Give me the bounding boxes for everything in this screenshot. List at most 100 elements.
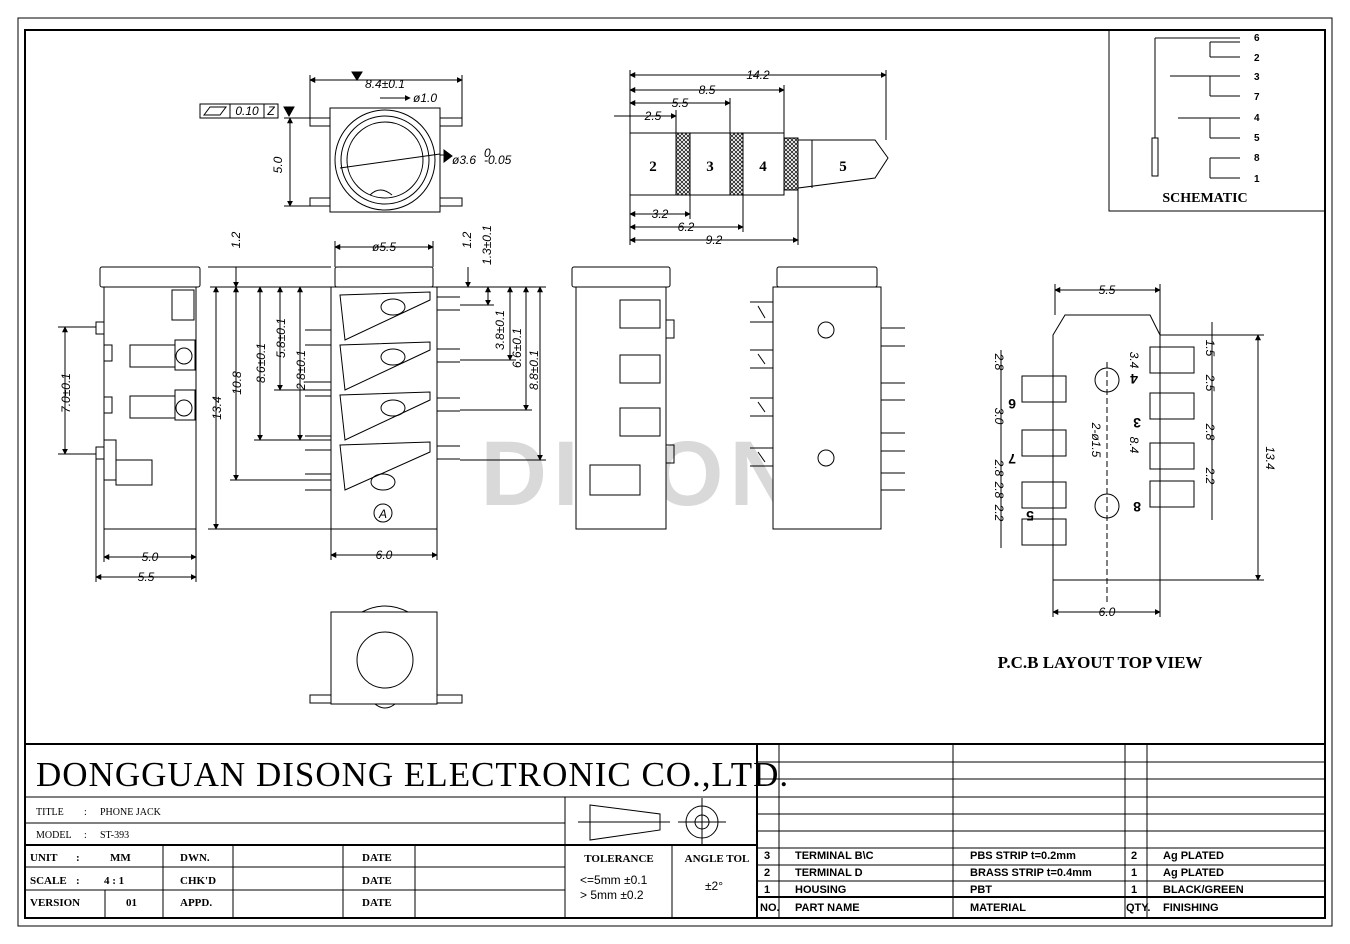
svg-text:2.8: 2.8 <box>1203 423 1217 441</box>
bom-row-1-part: HOUSING <box>795 884 846 896</box>
outer-frame <box>17 17 1333 927</box>
plug-segment-5: 5 <box>839 159 847 175</box>
front-view-dim-width: 6.0 <box>376 548 393 562</box>
front-view-dim-10-8: 10.8 <box>230 371 244 395</box>
svg-text:2.2: 2.2 <box>1203 467 1217 485</box>
svg-text::: : <box>84 830 87 841</box>
svg-text:3: 3 <box>1133 415 1141 431</box>
plug-segment-4: 4 <box>759 159 767 175</box>
front-view-dim-top-left: 1.2 <box>229 231 243 248</box>
bom-row-2-qty: 1 <box>1131 867 1137 879</box>
schematic-pin-5: 5 <box>1254 133 1260 144</box>
date-label-2: DATE <box>362 875 392 887</box>
svg-text:2-ø1.5: 2-ø1.5 <box>1089 422 1103 458</box>
inner-frame <box>24 29 1326 919</box>
bom-header-material: MATERIAL <box>970 902 1026 914</box>
plug-dim-6: 9.2 <box>706 233 723 247</box>
top-view-drawing <box>199 71 463 213</box>
top-view-dim-height: 5.0 <box>271 156 285 173</box>
scale-label: SCALE <box>30 875 67 887</box>
front-view-pins <box>305 296 460 491</box>
scale-value: 4 : 1 <box>104 875 124 887</box>
svg-text:8: 8 <box>1133 499 1141 515</box>
front-view-dim-3-8: 3.8±0.1 <box>493 310 507 350</box>
company-name: DONGGUAN DISONG ELECTRONIC CO.,LTD. <box>36 755 789 794</box>
svg-text:2.2: 2.2 <box>992 504 1006 522</box>
bom-row-2-no: 2 <box>764 867 770 879</box>
plug-dim-5: 6.2 <box>678 220 695 234</box>
title-block-fields: TITLE : PHONE JACK MODEL : ST-393 UNIT :… <box>30 807 749 909</box>
plug-segment-2: 2 <box>649 159 657 175</box>
bom-header-no: NO. <box>760 902 780 914</box>
side-view-dim-pitch: 7.0±0.1 <box>59 373 73 413</box>
bom-row-2-part: TERMINAL D <box>795 867 863 879</box>
front-view-contacts <box>339 291 431 523</box>
top-view-tol-sup: 0 <box>484 146 491 160</box>
top-view-tol-sub: -0.05 <box>484 153 512 167</box>
bom-row-1-finish: BLACK/GREEN <box>1163 884 1244 896</box>
svg-text:3.4: 3.4 <box>1127 352 1141 369</box>
svg-text::: : <box>76 852 80 864</box>
schematic-pin-3: 3 <box>1254 72 1260 83</box>
pcb-pad-labels: 6 7 5 4 3 8 <box>1008 371 1141 524</box>
svg-text::: : <box>76 875 80 887</box>
svg-text:5: 5 <box>1026 508 1034 524</box>
unit-value: MM <box>110 852 131 864</box>
bom-table: 3 TERMINAL B\C PBS STRIP t=0.2mm 2 Ag PL… <box>760 850 1244 914</box>
schematic-pin-2: 2 <box>1254 53 1260 64</box>
back-view-drawing <box>750 266 905 530</box>
schematic-pin-8: 8 <box>1254 153 1260 164</box>
bottom-view-drawing <box>309 605 463 709</box>
flatness-datum: Z <box>266 104 275 118</box>
bom-row-1-no: 1 <box>764 884 770 896</box>
rear-view-drawing <box>571 266 675 530</box>
bom-header-part: PART NAME <box>795 902 860 914</box>
bom-header-qty: QTY. <box>1126 902 1150 914</box>
svg-text:2.8: 2.8 <box>992 481 1006 499</box>
svg-text:8.4: 8.4 <box>1127 437 1141 454</box>
side-view-dim-total: 5.5 <box>138 570 155 584</box>
svg-text:5.5: 5.5 <box>1099 283 1116 297</box>
plug-dim-4: 3.2 <box>652 207 669 221</box>
plug-segment-3: 3 <box>706 159 714 175</box>
bom-row-3-material: PBS STRIP t=0.2mm <box>970 850 1076 862</box>
bom-row-2-material: BRASS STRIP t=0.4mm <box>970 867 1092 879</box>
svg-text:2.8: 2.8 <box>992 459 1006 477</box>
title-label: TITLE <box>36 807 64 818</box>
chkd-label: CHK'D <box>180 875 216 887</box>
version-value: 01 <box>126 897 137 909</box>
plug-dim-3: 2.5 <box>644 109 662 123</box>
tolerance-label: TOLERANCE <box>584 853 653 865</box>
front-view-dim-5-8: 5.8±0.1 <box>274 318 288 358</box>
angle-tol-label: ANGLE TOL <box>685 853 750 865</box>
pcb-layout-drawing <box>1000 284 1264 617</box>
bom-header-finish: FINISHING <box>1163 902 1219 914</box>
plug-drawing <box>614 70 889 245</box>
bom-row-3-no: 3 <box>764 850 770 862</box>
front-view-dim-total-height: 13.4 <box>210 396 224 420</box>
front-view-dim-6-6: 6.6±0.1 <box>510 328 524 368</box>
pcb-title: P.C.B LAYOUT TOP VIEW <box>998 653 1203 672</box>
date-label-1: DATE <box>362 852 392 864</box>
front-view-dim-8-6: 8.6±0.1 <box>254 343 268 383</box>
dwn-label: DWN. <box>180 852 210 864</box>
unit-label: UNIT <box>30 852 58 864</box>
svg-text:3.0: 3.0 <box>992 408 1006 425</box>
flatness-value: 0.10 <box>235 104 259 118</box>
tolerance-line-2: > 5mm ±0.2 <box>580 888 644 902</box>
plug-dim-total: 14.2 <box>746 68 770 82</box>
schematic-pin-4: 4 <box>1254 113 1260 124</box>
bom-row-3-finish: Ag PLATED <box>1163 850 1224 862</box>
title-value: PHONE JACK <box>100 807 162 818</box>
top-view-dim-width: 8.4±0.1 <box>365 77 405 91</box>
side-view-drawing <box>58 266 201 582</box>
title-block-grid <box>25 743 1325 918</box>
schematic-pin-6: 6 <box>1254 33 1260 44</box>
top-view-dim-bore: ø3.6 <box>452 153 476 167</box>
svg-text:7: 7 <box>1008 451 1016 467</box>
front-view-dim-diameter: ø5.5 <box>372 240 396 254</box>
front-view-dim-8-8: 8.8±0.1 <box>527 350 541 390</box>
bom-row-1-material: PBT <box>970 884 992 896</box>
date-label-3: DATE <box>362 897 392 909</box>
